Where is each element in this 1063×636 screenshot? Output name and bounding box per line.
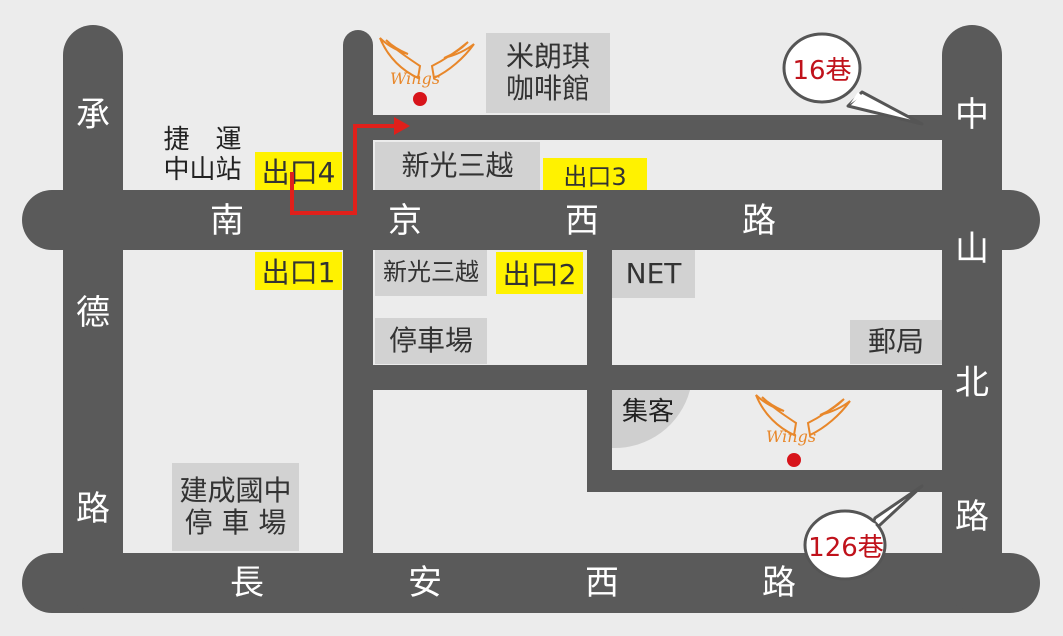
road-name-changan-1: 長 (230, 563, 264, 603)
street-middle-vertical (343, 30, 373, 590)
road-name-changan-4: 路 (762, 563, 796, 603)
route-arrow (290, 124, 398, 215)
road-name-changan-2: 安 (408, 563, 442, 603)
parking-lot: 停車場 (375, 318, 487, 364)
road-name-changan-3: 西 (585, 563, 619, 603)
alley-net-vertical (587, 230, 612, 492)
lane-16-label: 16巷 (792, 55, 852, 86)
road-name-zhongshan-2: 山 (955, 229, 989, 269)
road-nanjing-west (22, 190, 1040, 250)
wings-logo-text-lower: Wings (766, 427, 817, 446)
road-name-chengde-1: 承 (76, 95, 110, 135)
road-name-nanjing-2: 京 (388, 201, 422, 241)
road-chengde (63, 25, 123, 610)
exit-4: 出口4 (255, 152, 342, 190)
lane-16-bubble (782, 32, 924, 126)
mrt-station-line2: 中山站 (163, 154, 242, 185)
road-name-zhongshan-1: 中 (955, 95, 989, 135)
road-name-chengde-3: 路 (76, 489, 110, 529)
jiancheng-junior-high-parking: 建成國中 停 車 場 (172, 463, 299, 551)
shin-kong-mitsukoshi-north: 新光三越 (375, 142, 540, 190)
road-name-nanjing-3: 西 (565, 201, 599, 241)
milangqi-cafe-line1: 米朗琪 (505, 39, 590, 73)
road-zhongshan-north (942, 25, 1002, 610)
road-name-nanjing-1: 南 (210, 201, 244, 241)
mrt-station-line1: 捷 運 (163, 125, 242, 155)
lane-126-label: 126巷 (808, 532, 884, 563)
lane-126-bubble (803, 484, 924, 581)
road-name-zhongshan-4: 路 (955, 497, 989, 537)
jike-label: 集客 (621, 397, 674, 427)
shin-kong-mitsukoshi-south: 新光三越 (375, 250, 487, 296)
milangqi-cafe: 米朗琪 咖啡館 (486, 33, 610, 113)
exit-2: 出口2 (496, 252, 583, 294)
exit-3: 出口3 (543, 158, 647, 191)
road-name-nanjing-4: 路 (742, 201, 776, 241)
alley-middle-horizontal (350, 365, 970, 390)
road-name-zhongshan-3: 北 (955, 363, 989, 403)
net-store: NET (612, 250, 695, 298)
jiancheng-line1: 建成國中 (179, 473, 292, 507)
alley-bottom-horizontal (587, 470, 967, 492)
mrt-station-label: 捷 運 中山站 (150, 125, 255, 186)
route-arrowhead (394, 117, 410, 135)
jiancheng-line2: 停 車 場 (184, 506, 287, 539)
post-office: 郵局 (850, 320, 942, 364)
alley-top (350, 115, 970, 140)
road-name-chengde-2: 德 (76, 293, 110, 333)
wings-logo-icon (379, 37, 475, 106)
milangqi-cafe-line2: 咖啡館 (505, 72, 590, 105)
exit-1: 出口1 (255, 252, 342, 290)
wings-logo-text: Wings (390, 69, 441, 88)
wings-logo-icon-lower (755, 394, 851, 467)
